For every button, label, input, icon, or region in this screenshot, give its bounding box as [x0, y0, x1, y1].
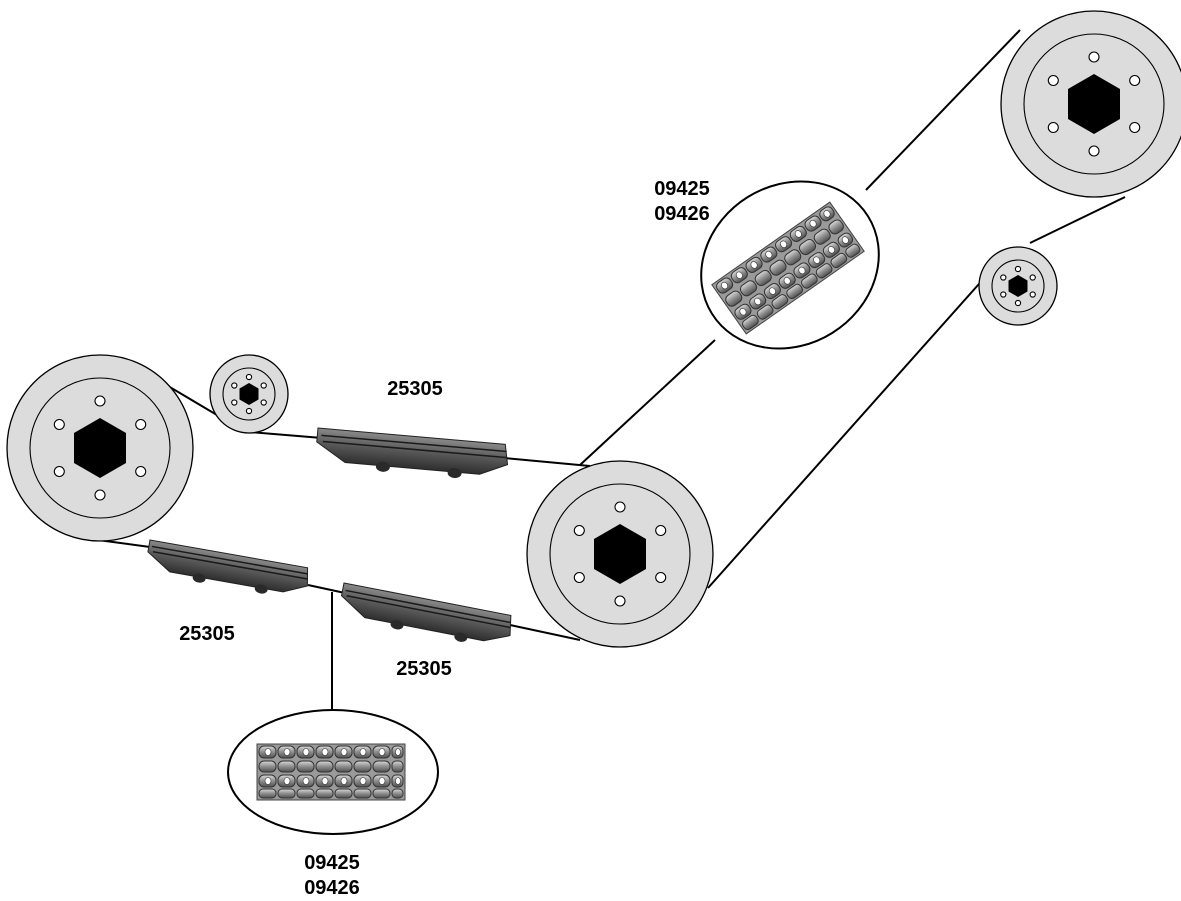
chain-line	[162, 382, 223, 419]
roller-chain-image	[256, 743, 406, 801]
chain-line	[707, 256, 1004, 589]
part-number: 09425	[304, 852, 360, 874]
large-pulley-middle	[526, 460, 714, 648]
hex-shaft-icon	[1008, 275, 1028, 297]
chain-callout-bottom	[227, 709, 439, 835]
large-pulley-left	[6, 354, 194, 542]
chain-line	[503, 457, 591, 467]
idler-pulley-right	[978, 246, 1058, 326]
part-number: 09426	[304, 877, 360, 899]
chain-part-label-top: 09425 09426	[644, 177, 720, 227]
chain-line	[579, 339, 716, 466]
chain-lines	[97, 29, 1126, 712]
hex-shaft-icon	[74, 418, 126, 478]
idler-pulley-left	[209, 354, 289, 434]
hex-shaft-icon	[594, 524, 646, 584]
chain-callout-top	[700, 180, 880, 350]
hex-shaft-icon	[239, 383, 259, 405]
chain-line	[307, 584, 346, 594]
guide-part-label-lower-right: 25305	[396, 658, 452, 680]
large-pulley-top-right	[1000, 10, 1181, 198]
chain-part-label-bottom: 09425 09426	[294, 851, 370, 901]
guide-part-label-lower-left: 25305	[179, 623, 235, 645]
chain-guide-lower-right	[340, 582, 512, 642]
part-number: 09426	[654, 203, 710, 225]
chain-guide-lower-left	[147, 539, 309, 594]
roller-chain-image	[711, 201, 865, 335]
chain-line	[249, 431, 323, 439]
chain-line	[865, 29, 1021, 191]
part-number: 09425	[654, 178, 710, 200]
hex-shaft-icon	[1068, 74, 1120, 134]
chain-guide-top	[316, 427, 509, 479]
guide-part-label-top: 25305	[387, 378, 443, 400]
chain-line	[509, 624, 581, 641]
chain-line	[1029, 196, 1126, 244]
